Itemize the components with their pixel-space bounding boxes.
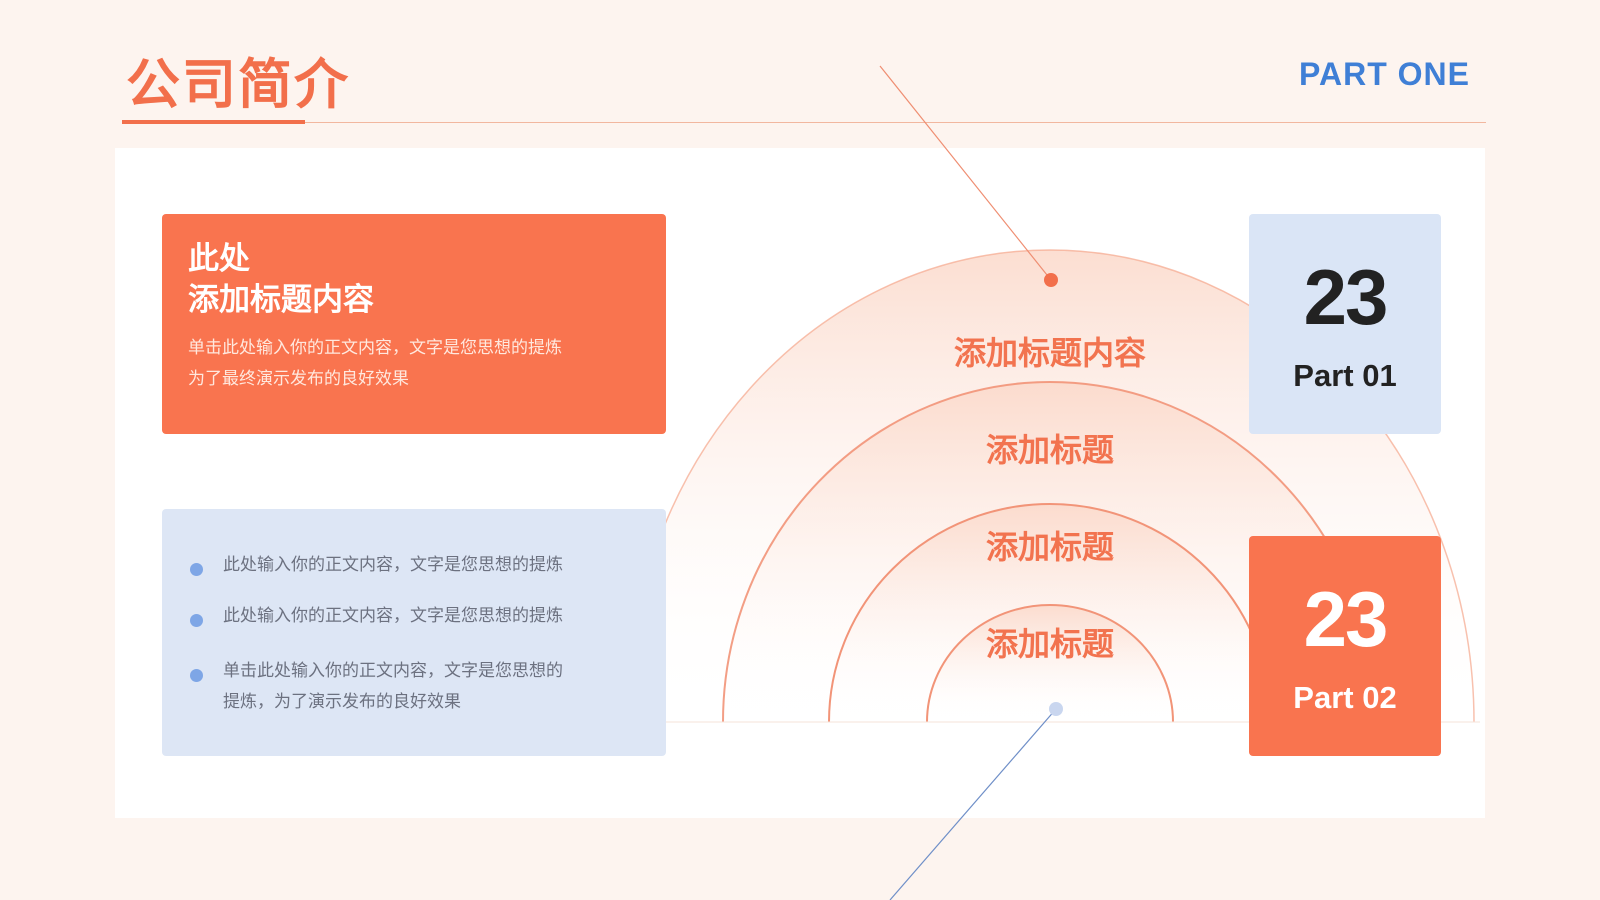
stat-card-part-01: 23 Part 01 (1249, 214, 1441, 434)
intro-card-body-line-1: 单击此处输入你的正文内容，文字是您思想的提炼 (188, 338, 562, 357)
bullet-item: 此处输入你的正文内容，文字是您思想的提炼 (188, 549, 646, 580)
bullet-item: 此处输入你的正文内容，文字是您思想的提炼 (188, 600, 646, 631)
bullet-text-line-2: 提炼，为了演示发布的良好效果 (223, 692, 461, 711)
bullet-text: 此处输入你的正文内容，文字是您思想的提炼 (223, 555, 563, 574)
arc-ring-1-outline (625, 249, 1475, 723)
arc-label-4: 添加标题 (985, 626, 1114, 662)
connector-dot-top (1044, 273, 1058, 287)
arc-label-2: 添加标题 (985, 432, 1114, 468)
bullet-text: 此处输入你的正文内容，文字是您思想的提炼 (223, 606, 563, 625)
intro-card-title-line-1: 此处 (188, 241, 250, 276)
intro-card-body-line-2: 为了最终演示发布的良好效果 (188, 369, 409, 388)
connector-line-bottom (889, 708, 1057, 900)
stat-number: 23 (1303, 253, 1389, 341)
arc-ring-3-outline (828, 503, 1272, 723)
header-accent-bar (122, 120, 305, 124)
intro-card: 此处 添加标题内容 单击此处输入你的正文内容，文字是您思想的提炼 为了最终演示发… (162, 214, 666, 434)
intro-card-title-line-2: 添加标题内容 (188, 282, 374, 317)
stat-number: 23 (1303, 575, 1389, 663)
part-label: PART ONE (1299, 56, 1470, 92)
intro-card-body: 单击此处输入你的正文内容，文字是您思想的提炼 为了最终演示发布的良好效果 (188, 332, 640, 394)
bullet-text-line-1: 单击此处输入你的正文内容，文字是您思想的 (223, 661, 563, 680)
stat-caption: Part 02 (1293, 680, 1397, 715)
bullet-item: 单击此处输入你的正文内容，文字是您思想的 提炼，为了演示发布的良好效果 (188, 655, 646, 717)
bullet-card: 此处输入你的正文内容，文字是您思想的提炼 此处输入你的正文内容，文字是您思想的提… (162, 509, 666, 756)
connector-dot-bottom (1049, 702, 1063, 716)
arc-label-1: 添加标题内容 (953, 335, 1146, 371)
arc-ring-4 (927, 605, 1173, 722)
bullet-dot (190, 563, 203, 576)
page-title: 公司简介 (126, 55, 350, 115)
arc-label-3: 添加标题 (985, 529, 1114, 565)
arc-ring-4-outline (926, 604, 1174, 723)
stat-caption: Part 01 (1293, 358, 1397, 393)
stat-card-part-02: 23 Part 02 (1249, 536, 1441, 756)
connector-line-top (879, 65, 1052, 281)
header-divider (122, 122, 1486, 123)
bullet-dot (190, 669, 203, 682)
intro-card-title: 此处 添加标题内容 (188, 238, 640, 320)
bullet-dot (190, 614, 203, 627)
